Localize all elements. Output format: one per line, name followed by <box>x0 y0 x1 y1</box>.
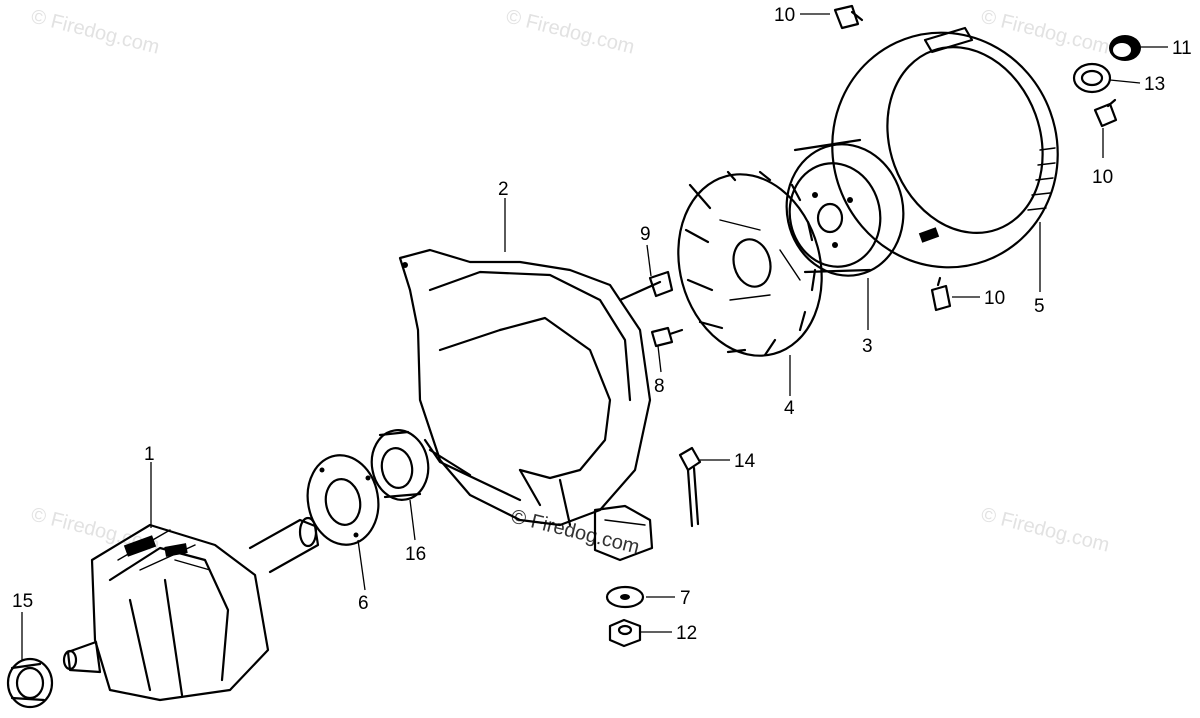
leader-lines <box>21 13 1168 660</box>
watermark-text: © Firedog.com <box>979 504 1112 557</box>
callout-10-top: 10 <box>774 5 795 26</box>
callout-11: 11 <box>1172 38 1192 59</box>
callout-14: 14 <box>734 451 756 472</box>
part-8-bolt <box>650 326 684 348</box>
part-2-housing <box>398 248 654 562</box>
callout-4: 4 <box>784 398 795 419</box>
part-10-clip-top <box>833 4 864 30</box>
callout-16: 16 <box>405 544 426 565</box>
callout-labels: 1 2 3 4 5 6 7 8 9 10 10 10 11 12 13 14 1… <box>12 5 1192 644</box>
callout-6: 6 <box>358 593 369 614</box>
callout-8: 8 <box>654 376 665 397</box>
callout-3: 3 <box>862 336 873 357</box>
part-3-rotor-disc <box>785 138 905 277</box>
watermark-text: © Firedog.com <box>979 6 1112 59</box>
part-5-cover <box>831 26 1059 269</box>
callout-15: 15 <box>12 591 33 612</box>
part-11-cap <box>1109 35 1141 61</box>
watermark-text: © Firedog.com <box>29 6 162 59</box>
part-15-bearing <box>6 657 54 709</box>
callout-1: 1 <box>144 444 155 465</box>
part-1-rotor <box>62 516 320 702</box>
part-10-plug-lower <box>930 276 952 312</box>
callout-7: 7 <box>680 588 691 609</box>
part-4-fan <box>677 170 823 357</box>
watermark-text: © Firedog.com <box>504 6 637 59</box>
part-9-bolt <box>618 270 674 302</box>
part-12-nut <box>608 618 642 648</box>
part-10-plug-right <box>1093 98 1118 128</box>
callout-12: 12 <box>676 623 697 644</box>
callout-2: 2 <box>498 179 509 200</box>
callout-9: 9 <box>640 224 651 245</box>
watermark-text-center: © Firedog.com <box>509 506 642 559</box>
part-16-bearing <box>370 429 430 501</box>
callout-10-right: 10 <box>1092 167 1113 188</box>
part-7-washer <box>605 585 645 609</box>
callout-13: 13 <box>1144 74 1165 95</box>
part-14-bolt <box>678 446 702 528</box>
callout-5: 5 <box>1034 296 1045 317</box>
part-13-washer <box>1072 62 1112 94</box>
callout-10-lower: 10 <box>984 288 1005 309</box>
watermark-group: © Firedog.com © Firedog.com © Firedog.co… <box>29 6 1112 559</box>
part-6-flange <box>306 454 380 546</box>
